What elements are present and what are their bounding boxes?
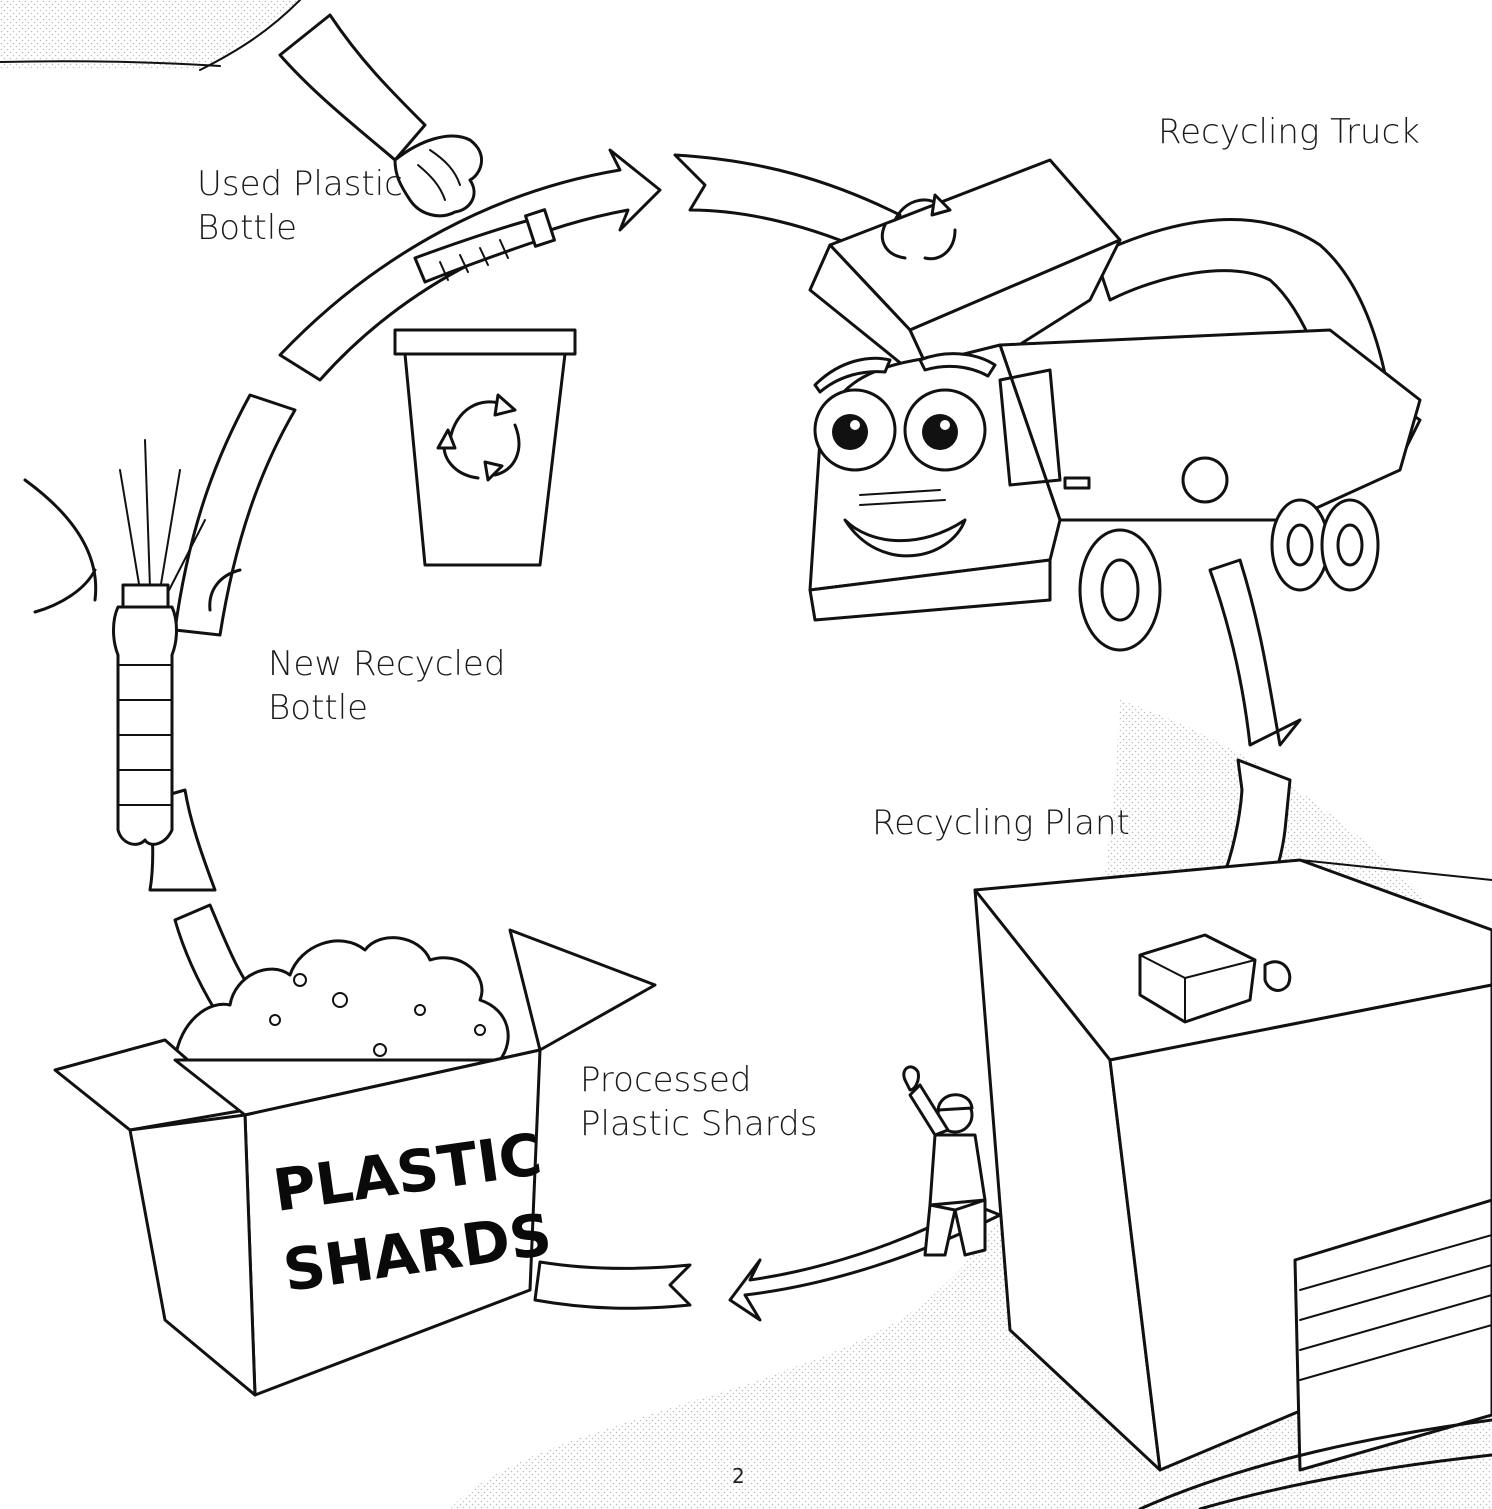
worker bbox=[904, 1067, 985, 1255]
page-number: 2 bbox=[732, 1464, 745, 1488]
label-line: Processed bbox=[580, 1058, 817, 1102]
label-recycling-plant: Recycling Plant bbox=[872, 801, 1130, 845]
arrow-segment-right-upper bbox=[1210, 560, 1300, 745]
plastic-shards-box: PLASTIC SHARDS bbox=[55, 930, 655, 1395]
label-new-recycled-bottle: New Recycled Bottle bbox=[268, 642, 505, 730]
recycling-truck bbox=[810, 160, 1420, 650]
label-processed-plastic-shards: Processed Plastic Shards bbox=[580, 1058, 817, 1146]
label-line: New Recycled bbox=[268, 642, 505, 686]
recycling-bin bbox=[395, 330, 575, 565]
label-line: Bottle bbox=[268, 686, 505, 730]
label-line: Used Plastic bbox=[197, 162, 403, 206]
label-recycling-truck: Recycling Truck bbox=[1158, 110, 1420, 154]
label-line: Plastic Shards bbox=[580, 1102, 817, 1146]
label-used-plastic-bottle: Used Plastic Bottle bbox=[197, 162, 403, 250]
arrow-segment-left-upper bbox=[175, 395, 295, 635]
label-line: Recycling Plant bbox=[872, 801, 1130, 845]
label-line: Recycling Truck bbox=[1158, 110, 1420, 154]
label-line: Bottle bbox=[197, 206, 403, 250]
arrow-segment-bottom-left bbox=[535, 1262, 690, 1308]
